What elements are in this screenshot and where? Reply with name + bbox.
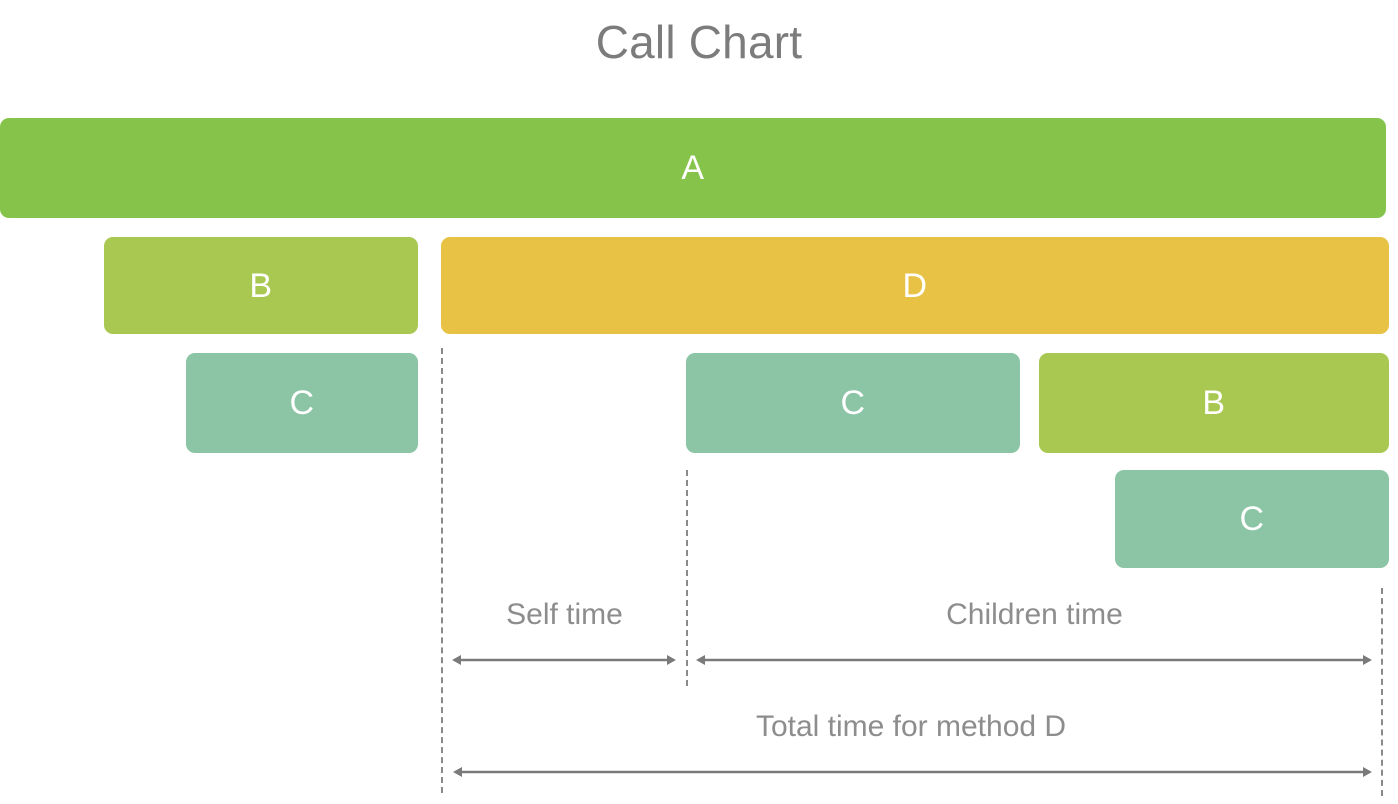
- guide-line-right: [1381, 588, 1383, 796]
- self-time-arrow: [452, 655, 676, 665]
- call-bar-label: D: [902, 266, 928, 305]
- guide-line-left: [441, 348, 443, 793]
- call-bar-d-depth1[interactable]: D: [441, 237, 1389, 334]
- call-bar-label: B: [249, 266, 273, 305]
- call-bar-c-depth2-left[interactable]: C: [186, 353, 418, 453]
- call-bar-label: C: [289, 384, 315, 422]
- children-time-arrow: [696, 655, 1372, 665]
- call-bar-label: A: [681, 149, 705, 187]
- guide-line-middle: [686, 470, 688, 686]
- call-bar-b-depth2-right[interactable]: B: [1039, 353, 1389, 453]
- call-bar-label: B: [1202, 384, 1226, 422]
- call-bar-label: C: [1239, 500, 1265, 538]
- page-title: Call Chart: [595, 16, 803, 68]
- call-bar-c-depth3[interactable]: C: [1115, 470, 1389, 568]
- call-bar-a[interactable]: A: [0, 118, 1386, 218]
- total-time-arrow: [453, 767, 1372, 777]
- call-bar-b-depth1[interactable]: B: [104, 237, 418, 334]
- call-bar-label: C: [840, 384, 866, 422]
- call-bar-c-depth2-mid[interactable]: C: [686, 353, 1020, 453]
- children-time-label: Children time: [946, 598, 1123, 631]
- self-time-label: Self time: [506, 598, 623, 631]
- total-time-label: Total time for method D: [755, 710, 1067, 743]
